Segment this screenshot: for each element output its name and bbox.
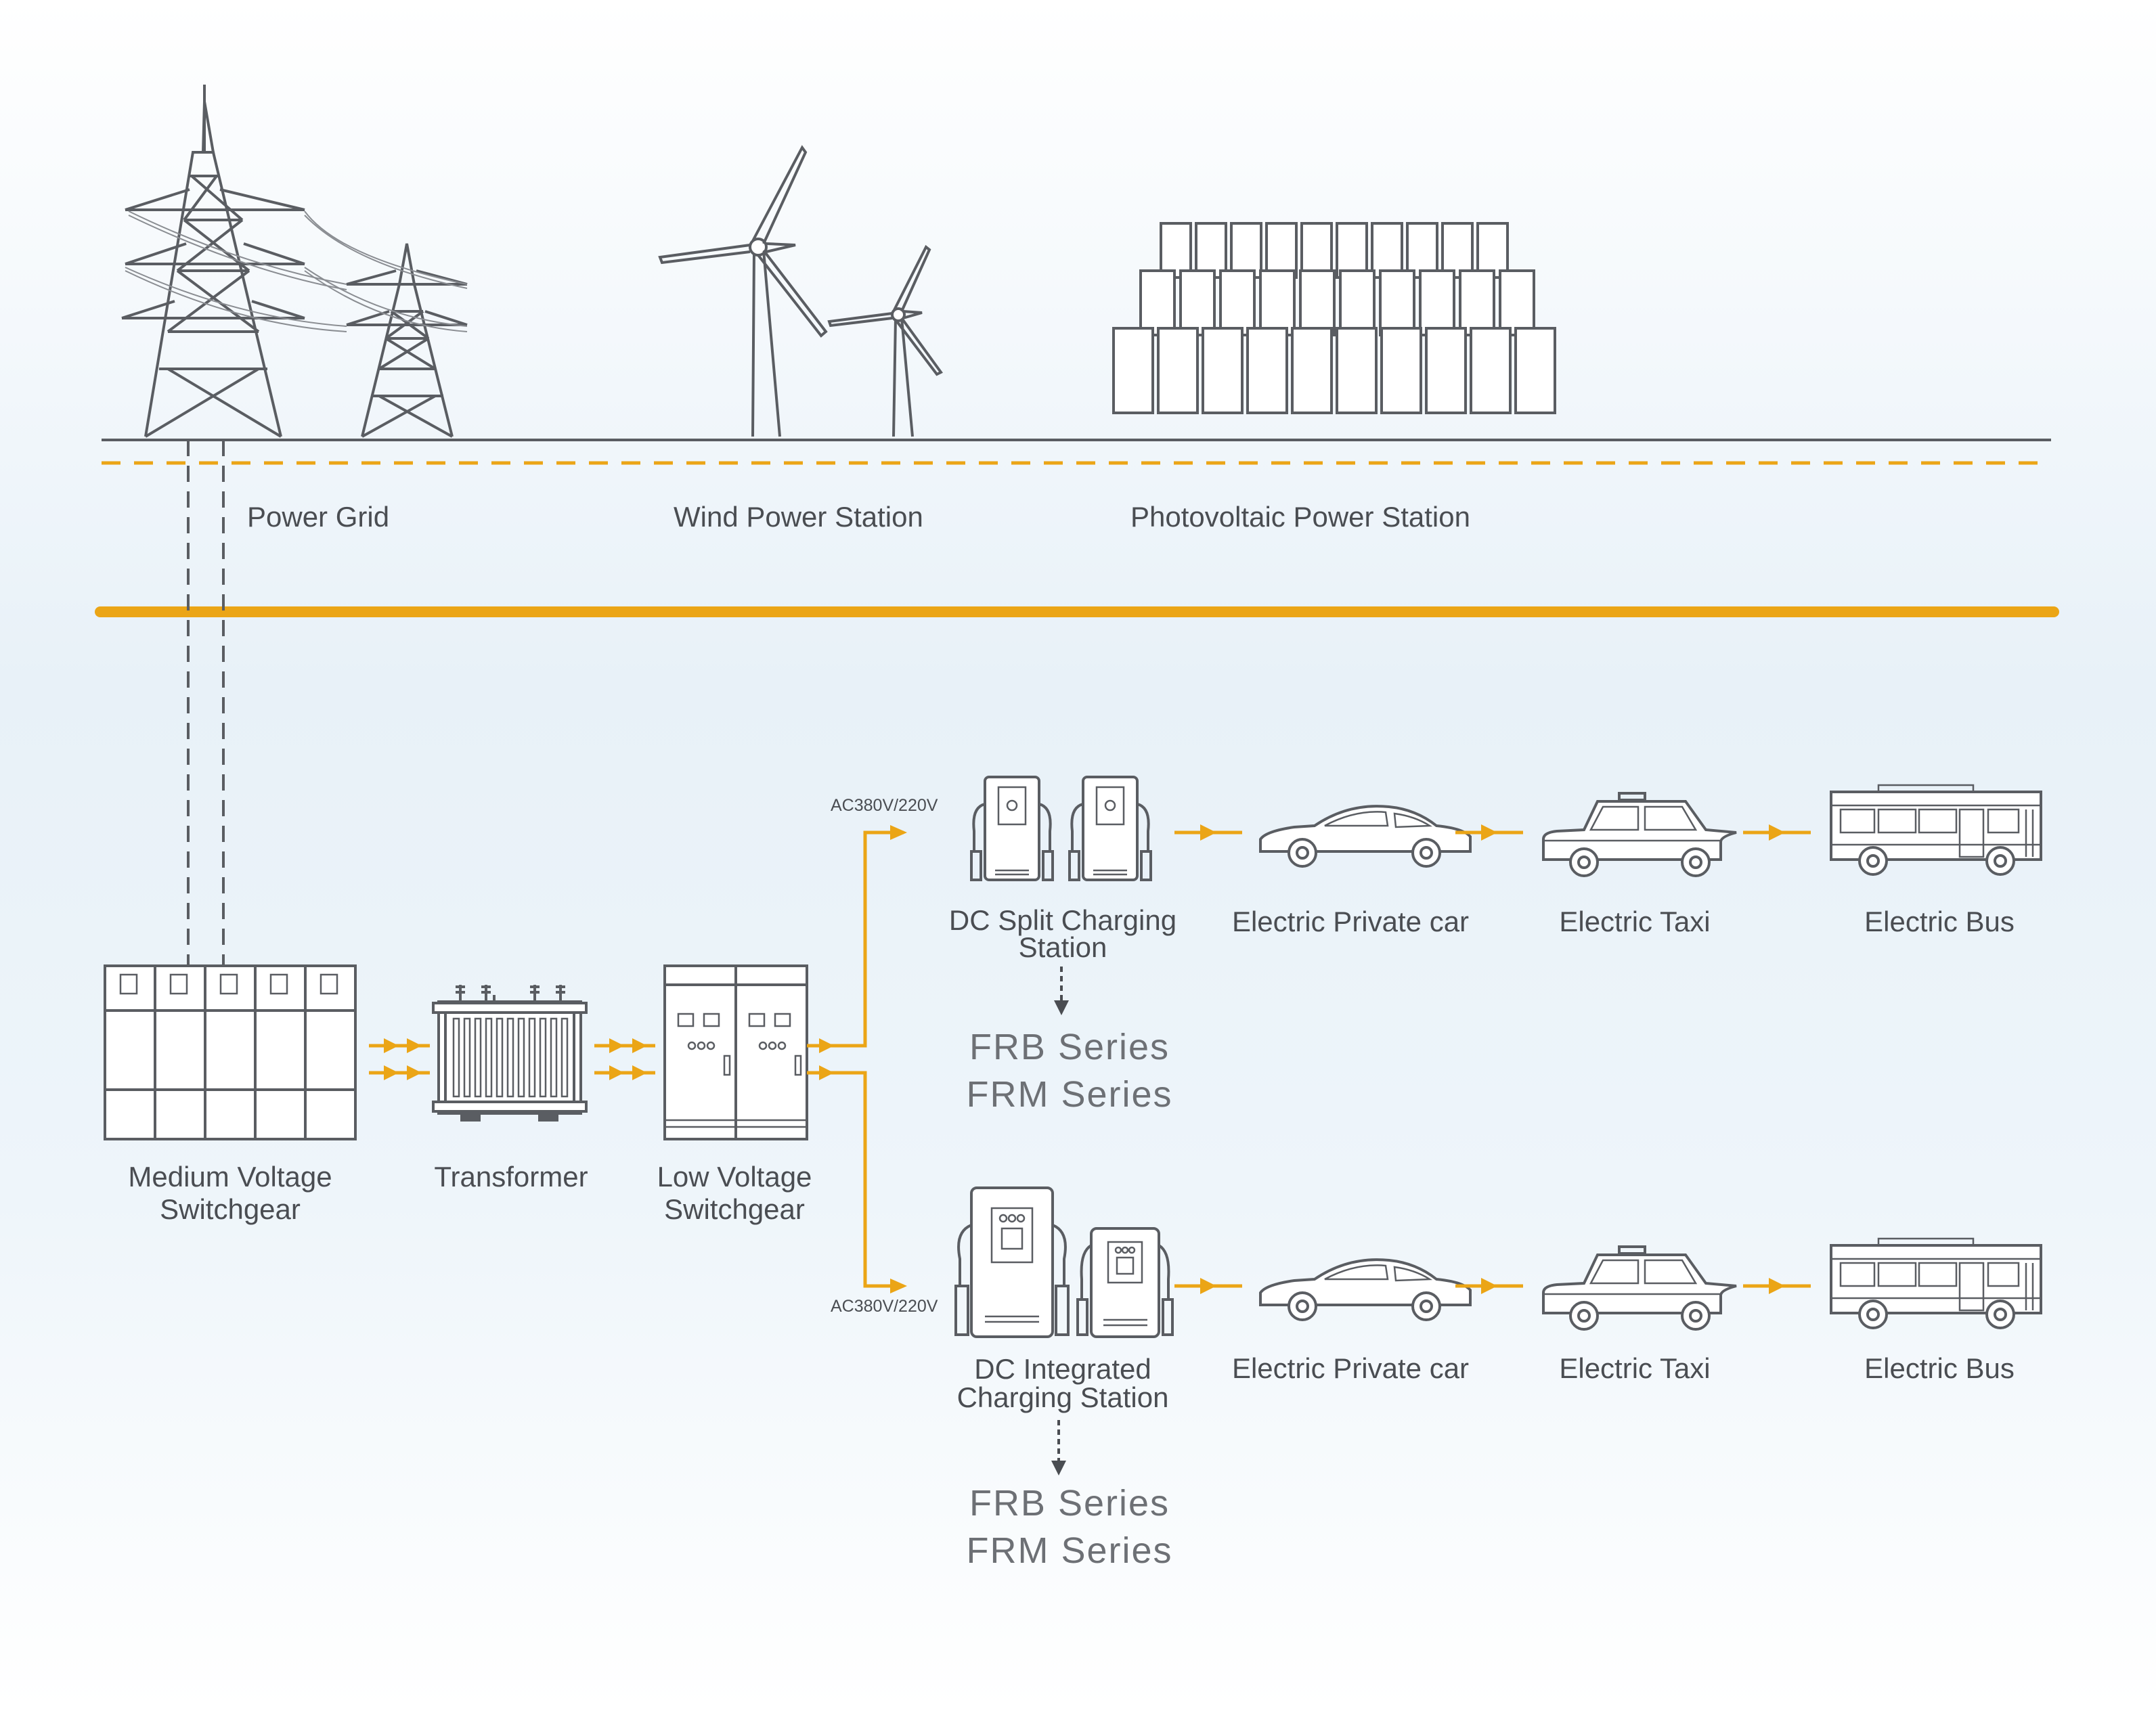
power-pylon-large-icon <box>121 85 305 438</box>
low-voltage-switchgear-icon <box>663 964 808 1140</box>
electric-car-icon <box>1259 805 1472 868</box>
transmission-wires <box>125 210 468 332</box>
mv-switchgear-label: Medium Voltage Switchgear <box>128 1161 332 1225</box>
wind-turbine-large-icon <box>658 145 828 437</box>
dc-integrated-charging-station-label: DC Integrated Charging Station <box>956 1353 1169 1413</box>
voltage-label: AC380V/220V <box>831 796 938 815</box>
flow-arrow <box>369 1065 430 1080</box>
dc-integrated-charging-station-icon <box>954 1186 1174 1338</box>
flow-arrow <box>594 1038 655 1053</box>
electric-taxi-icon <box>1542 1245 1738 1331</box>
flow-arrow <box>1743 1278 1811 1294</box>
wind-turbine-small-icon <box>827 244 944 437</box>
product-series-list: FRB Series FRM Series <box>966 1483 1173 1571</box>
vehicle-label-taxi: Electric Taxi <box>1559 906 1711 937</box>
vehicle-label-bus: Electric Bus <box>1864 1352 2015 1384</box>
series-arrow-top <box>1054 967 1069 1015</box>
lv-switchgear-label: Low Voltage Switchgear <box>657 1161 812 1225</box>
vehicle-label-taxi: Electric Taxi <box>1559 1352 1711 1384</box>
flow-arrow <box>1174 1278 1242 1294</box>
electric-car-icon <box>1259 1258 1472 1321</box>
photovoltaic-power-station-label: Photovoltaic Power Station <box>1130 501 1470 533</box>
power-pylon-small-icon <box>346 243 468 438</box>
flow-arrow <box>594 1065 655 1080</box>
flow-arrow <box>1743 824 1811 841</box>
lv-output-arrows <box>807 825 907 1293</box>
vehicle-label-bus: Electric Bus <box>1864 906 2015 937</box>
series-arrow-bottom <box>1051 1420 1066 1475</box>
vehicle-label-private-car: Electric Private car <box>1231 906 1470 937</box>
electric-bus-icon <box>1830 784 2042 876</box>
electric-bus-icon <box>1830 1237 2042 1329</box>
wind-power-station-label: Wind Power Station <box>674 501 923 533</box>
power-grid-label: Power Grid <box>247 501 390 533</box>
transformer-label: Transformer <box>434 1161 588 1193</box>
flow-arrow <box>369 1038 430 1053</box>
electric-taxi-icon <box>1542 792 1738 877</box>
flow-arrow <box>1174 824 1242 841</box>
dc-split-charging-station-label: DC Split Charging Station <box>948 904 1177 963</box>
dc-split-charging-station-icon <box>970 776 1152 881</box>
product-series-list: FRB Series FRM Series <box>966 1027 1173 1115</box>
voltage-label: AC380V/220V <box>831 1297 938 1316</box>
transformer-icon <box>432 985 588 1122</box>
medium-voltage-switchgear-icon <box>104 964 357 1140</box>
solar-panel-array-icon <box>1112 222 1556 414</box>
vehicle-label-private-car: Electric Private car <box>1231 1352 1470 1384</box>
